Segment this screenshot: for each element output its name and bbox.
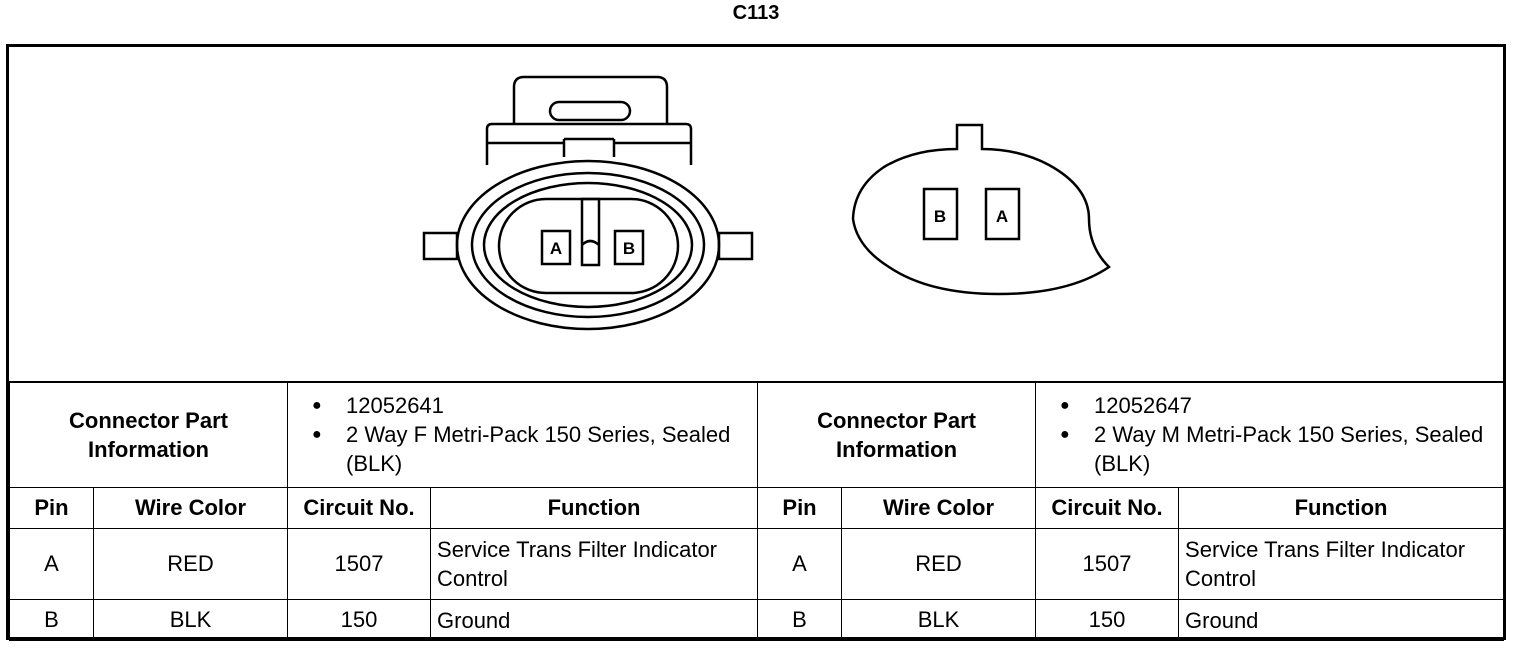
header-circuit: Circuit No. (1035, 487, 1180, 529)
part-info-list: 12052647 2 Way M Metri-Pack 150 Series, … (1035, 381, 1505, 488)
part-info-list: 12052641 2 Way F Metri-Pack 150 Series, … (287, 381, 759, 488)
female-connector-drawing (422, 75, 754, 331)
header-function: Function (430, 487, 759, 529)
pin-label: B (934, 207, 946, 226)
part-description: 2 Way F Metri-Pack 150 Series, Sealed (B… (312, 420, 757, 478)
function-cell: Ground (430, 599, 759, 641)
pin-label: A (550, 239, 562, 258)
pin-cell: B (9, 599, 94, 641)
pin-cavity-a (540, 229, 572, 266)
header-circuit: Circuit No. (287, 487, 432, 529)
pin-table: Connector Part Information 12052641 2 Wa… (8, 381, 1505, 641)
wire-color-cell: BLK (92, 599, 289, 641)
table-header-row: Pin Wire Color Circuit No. Function Pin … (9, 487, 1505, 529)
function-cell: Service Trans Filter Indicator Control (430, 528, 759, 600)
pin-label: A (996, 207, 1008, 226)
table-row: B BLK 150 Ground B BLK 150 Ground (9, 599, 1505, 641)
circuit-cell: 1507 (1035, 528, 1180, 600)
pin-terminal-a (984, 187, 1021, 241)
part-number: 12052641 (312, 391, 757, 420)
circuit-cell: 150 (1035, 599, 1180, 641)
header-pin: Pin (9, 487, 94, 529)
header-wire-color: Wire Color (841, 487, 1037, 529)
header-pin: Pin (757, 487, 843, 529)
wire-color-cell: RED (92, 528, 289, 600)
connector-drawing-area: A B B A (9, 47, 1503, 381)
part-description: 2 Way M Metri-Pack 150 Series, Sealed (B… (1060, 420, 1503, 478)
wire-color-cell: RED (841, 528, 1037, 600)
connector-frame: A B B A Connector Part Information (6, 44, 1506, 641)
part-number: 12052647 (1060, 391, 1503, 420)
part-info-label: Connector Part Information (757, 381, 1037, 488)
circuit-cell: 1507 (287, 528, 432, 600)
pin-cell: A (9, 528, 94, 600)
pin-cell: B (757, 599, 843, 641)
part-info-row: Connector Part Information 12052641 2 Wa… (8, 381, 1505, 488)
part-info-label: Connector Part Information (8, 381, 289, 488)
header-function: Function (1178, 487, 1505, 529)
male-connector-drawing (851, 123, 1111, 296)
function-cell: Service Trans Filter Indicator Control (1178, 528, 1505, 600)
wire-color-cell: BLK (841, 599, 1037, 641)
pin-cavity-b (613, 229, 645, 266)
circuit-cell: 150 (287, 599, 432, 641)
male-pin-terminals: B A (922, 187, 1021, 241)
header-wire-color: Wire Color (92, 487, 289, 529)
pin-label: B (623, 239, 635, 258)
table-row: A RED 1507 Service Trans Filter Indicato… (9, 528, 1505, 600)
connector-title: C113 (732, 2, 780, 24)
female-pin-cavities: A B (540, 229, 645, 266)
pin-terminal-b (922, 187, 959, 241)
pin-cell: A (757, 528, 843, 600)
function-cell: Ground (1178, 599, 1505, 641)
